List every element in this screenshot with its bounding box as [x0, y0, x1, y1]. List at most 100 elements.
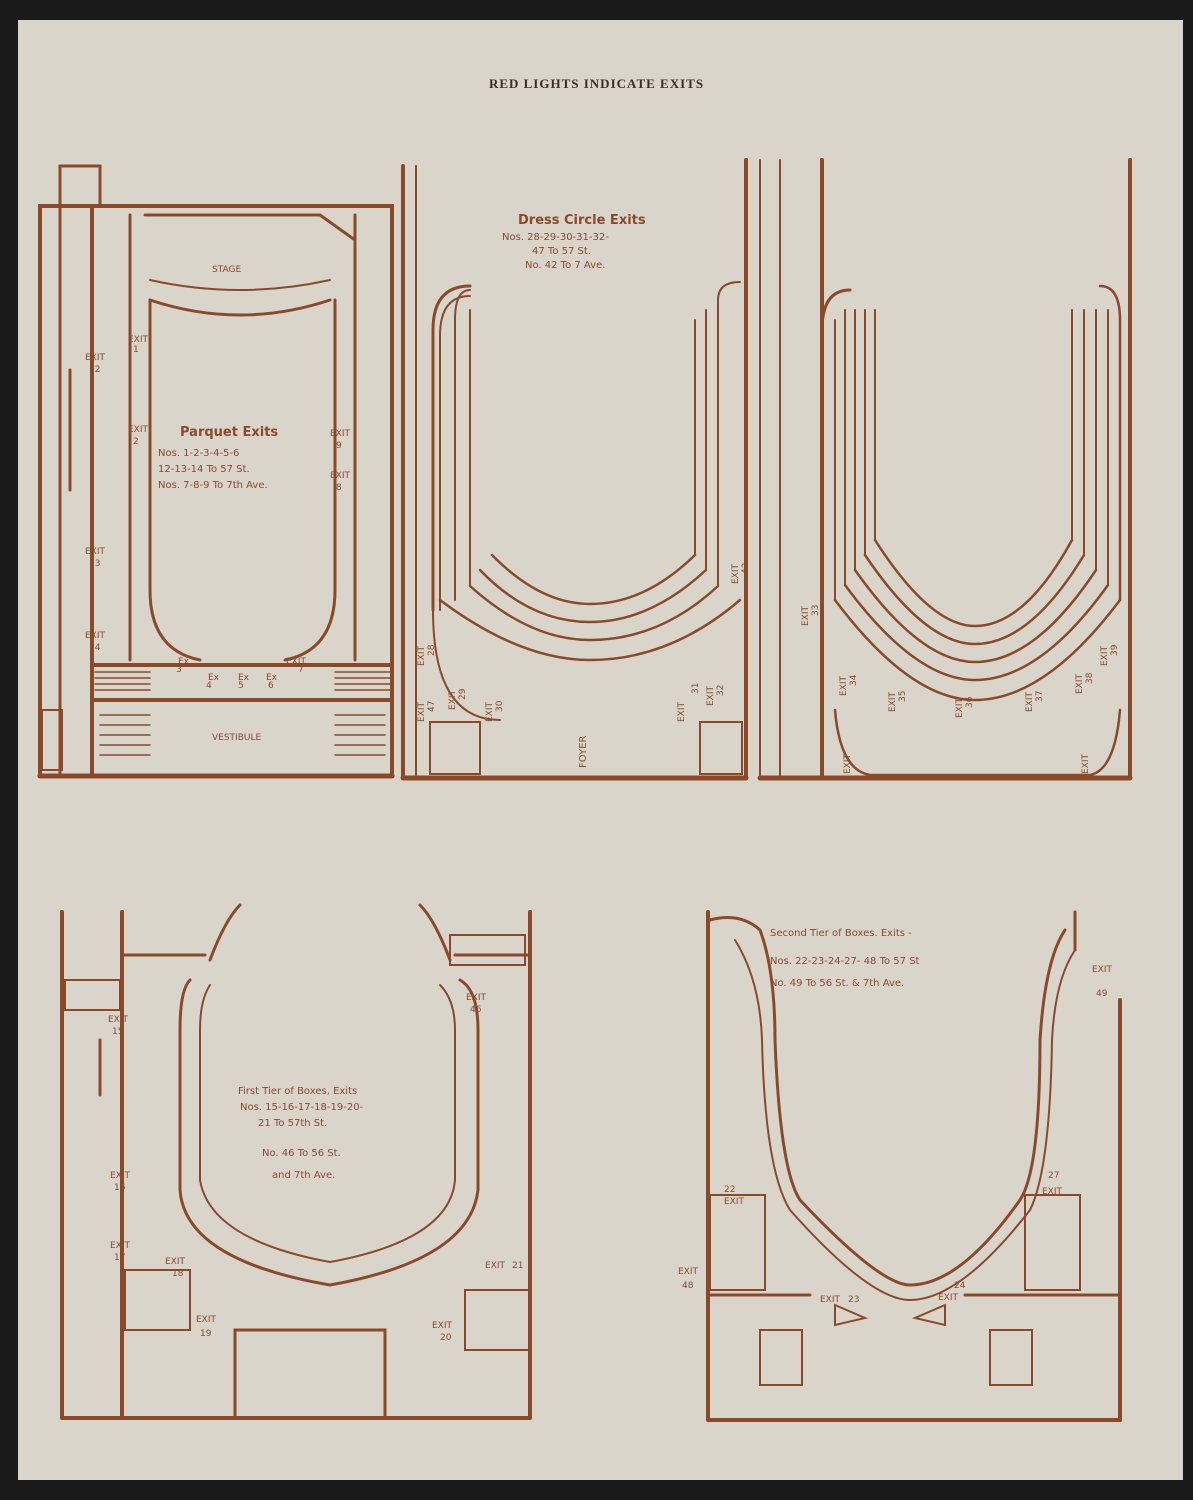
exit-number-6: 6 — [268, 681, 274, 691]
exit-number-33: 33 — [811, 605, 821, 616]
exit-number-9: 9 — [336, 441, 342, 451]
exit-number-3: 3 — [176, 665, 182, 675]
dress-circle-plan — [400, 158, 761, 781]
exit-number-42: 42 — [741, 563, 751, 574]
parquet-line3: Nos. 7-8-9 To 7th Ave. — [158, 480, 268, 491]
first-tier-plan — [60, 903, 532, 1420]
exit-word: EXIT — [678, 1267, 699, 1277]
exit-number-18: 18 — [172, 1269, 184, 1279]
exit-number-36: 36 — [965, 696, 975, 708]
exit-word: EXIT — [108, 1015, 129, 1025]
exit-word: EXIT — [448, 689, 458, 710]
exit-number-15: 15 — [112, 1027, 123, 1037]
exit-word: EXIT — [839, 675, 849, 696]
exit-number-19: 19 — [200, 1329, 212, 1339]
exit-word: EXIT — [1075, 673, 1085, 694]
exit-number-20: 20 — [440, 1333, 452, 1343]
exit-word: EXIT — [417, 645, 427, 666]
exit-word: EXIT — [1081, 753, 1091, 774]
exit-word: EXIT — [110, 1171, 131, 1181]
vestibule-label: VESTIBULE — [212, 733, 261, 743]
exit-word: EXIT — [801, 605, 811, 626]
first-tier-line4: and 7th Ave. — [272, 1170, 335, 1181]
first-tier-line2: 21 To 57th St. — [258, 1118, 327, 1129]
second-tier-line1: Nos. 22-23-24-27- 48 To 57 St — [770, 956, 920, 967]
exit-word: EXIT — [165, 1257, 186, 1267]
exit-number-1: 1 — [133, 345, 139, 355]
exit-number-47: 47 — [427, 701, 437, 712]
exit-word: EXIT — [417, 701, 427, 722]
exit-number-14: 14 — [89, 643, 101, 653]
exit-number-17: 17 — [114, 1253, 125, 1263]
exit-word: EXIT — [843, 753, 853, 774]
exit-word: EXIT — [1092, 965, 1113, 975]
exit-number-12: 12 — [89, 365, 100, 375]
foyer-label: FOYER — [578, 735, 589, 768]
exit-number-24: 24 — [954, 1281, 966, 1291]
exit-word: EXIT — [485, 1261, 506, 1271]
exit-word: EXIT — [432, 1321, 453, 1331]
exit-number-8: 8 — [336, 483, 342, 493]
exit-word: EXIT — [955, 697, 965, 718]
exit-number-5: 5 — [238, 681, 244, 691]
parquet-line1: Nos. 1-2-3-4-5-6 — [158, 448, 239, 459]
parquet-line2: 12-13-14 To 57 St. — [158, 464, 250, 475]
exit-word: EXIT — [706, 685, 716, 706]
exit-number-46: 46 — [470, 1005, 482, 1015]
exit-number-21: 21 — [512, 1261, 523, 1271]
exit-word: EXIT — [85, 547, 106, 557]
paper-sheet — [18, 20, 1183, 1480]
exit-number-32: 32 — [716, 685, 726, 696]
ex-word: Ex — [238, 673, 250, 683]
exit-word: EXIT — [128, 425, 149, 435]
parquet-plan — [37, 164, 395, 779]
stage-label: STAGE — [212, 265, 241, 275]
exit-word: EXIT — [286, 657, 307, 667]
exit-number-48: 48 — [682, 1281, 694, 1291]
exit-word: EXIT — [128, 335, 149, 345]
exit-word: EXIT — [724, 1197, 745, 1207]
first-tier-title: First Tier of Boxes, Exits — [238, 1086, 357, 1097]
exit-word: EXIT — [677, 701, 687, 722]
exit-number-29: 29 — [458, 688, 468, 700]
exit-word: EXIT — [196, 1315, 217, 1325]
exit-word: EXIT — [731, 563, 741, 584]
exit-number-35: 35 — [898, 691, 908, 702]
dress-circle-line1: Nos. 28-29-30-31-32- — [502, 232, 609, 243]
second-tier-line2: No. 49 To 56 St. & 7th Ave. — [770, 978, 904, 989]
dress-circle-line2: 47 To 57 St. — [532, 246, 591, 257]
exit-word: EXIT — [466, 993, 487, 1003]
first-tier-line1: Nos. 15-16-17-18-19-20- — [240, 1102, 364, 1113]
dress-circle-exit-labels: EXIT 28 EXIT 29 EXIT 30 31 EXIT EXIT 32 … — [417, 563, 1120, 774]
exit-word: EXIT — [888, 691, 898, 712]
exit-number-39: 39 — [1110, 644, 1120, 656]
exit-number-22: 22 — [724, 1185, 735, 1195]
exit-number-37: 37 — [1035, 691, 1045, 702]
exit-word: EXIT — [110, 1241, 131, 1251]
dress-circle-title: Dress Circle Exits — [518, 213, 646, 228]
exit-word: EXIT — [85, 353, 106, 363]
ex-word: Ex — [208, 673, 220, 683]
dress-circle-line3: No. 42 To 7 Ave. — [525, 260, 605, 271]
parquet-title: Parquet Exits — [180, 425, 278, 440]
exit-word: EXIT — [330, 471, 351, 481]
exit-number-27: 27 — [1048, 1171, 1059, 1181]
exit-number-4: 4 — [206, 681, 212, 691]
exit-word: EXIT — [1100, 645, 1110, 666]
ex-word: Ex — [266, 673, 278, 683]
exit-number-2: 2 — [133, 437, 139, 447]
exit-word: EXIT — [1025, 691, 1035, 712]
exit-number-34: 34 — [849, 674, 859, 686]
second-tier-plan — [706, 910, 1122, 1422]
exit-word: EXIT — [820, 1295, 841, 1305]
second-tier-title: Second Tier of Boxes. Exits - — [770, 928, 912, 939]
exit-word: EXIT — [330, 429, 351, 439]
balcony-plan — [757, 158, 1133, 781]
exit-word: EXIT — [85, 631, 106, 641]
exit-number-30: 30 — [495, 700, 505, 712]
